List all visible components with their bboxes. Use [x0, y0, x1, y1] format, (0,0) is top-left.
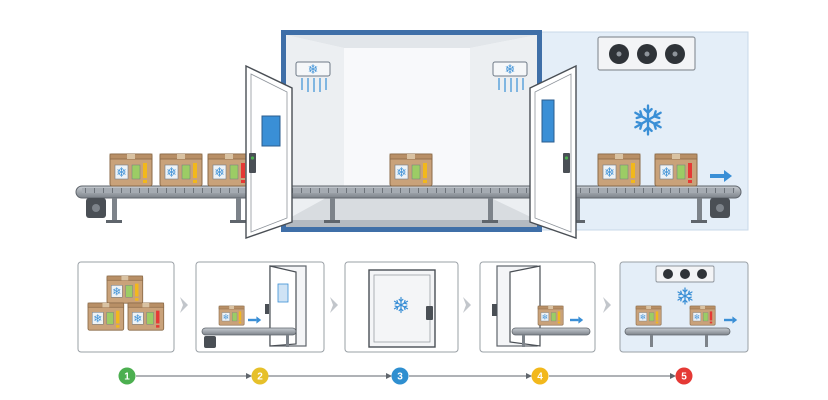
step-number: 3 — [397, 372, 403, 383]
step-circle — [675, 367, 693, 385]
box — [598, 154, 640, 186]
box — [390, 154, 432, 186]
step-marker-2: 2 — [251, 367, 269, 385]
door-window — [261, 115, 281, 147]
step-circle — [531, 367, 549, 385]
step-number: 2 — [257, 372, 263, 383]
box — [110, 154, 152, 186]
box — [655, 154, 697, 186]
step-number: 4 — [537, 372, 543, 383]
air-curtain-icon — [492, 61, 528, 92]
left-door — [245, 64, 293, 239]
cold-room — [281, 30, 542, 232]
step-timeline — [136, 373, 676, 379]
door-handle — [249, 153, 256, 173]
step-circle — [251, 367, 269, 385]
step-5-panel — [619, 261, 749, 353]
door-window — [541, 99, 555, 143]
step-marker-4: 4 — [531, 367, 549, 385]
door-handle — [563, 153, 570, 173]
right-door — [529, 64, 577, 239]
step-circle — [391, 367, 409, 385]
step-marker-3: 3 — [391, 367, 409, 385]
step-number: 1 — [124, 372, 130, 383]
step-2-panel — [195, 261, 325, 353]
box — [208, 154, 250, 186]
chevron-right-icon — [180, 297, 611, 313]
step-number: 5 — [681, 372, 687, 383]
step-3-panel — [344, 261, 459, 353]
box — [160, 154, 202, 186]
step-4-panel — [479, 261, 596, 353]
fan-unit-icon — [597, 36, 696, 71]
step-marker-5: 5 — [675, 367, 693, 385]
step-1-panel — [77, 261, 175, 353]
step-marker-1: 1 — [118, 367, 136, 385]
air-curtain-icon — [295, 61, 331, 92]
step-circle — [118, 367, 136, 385]
